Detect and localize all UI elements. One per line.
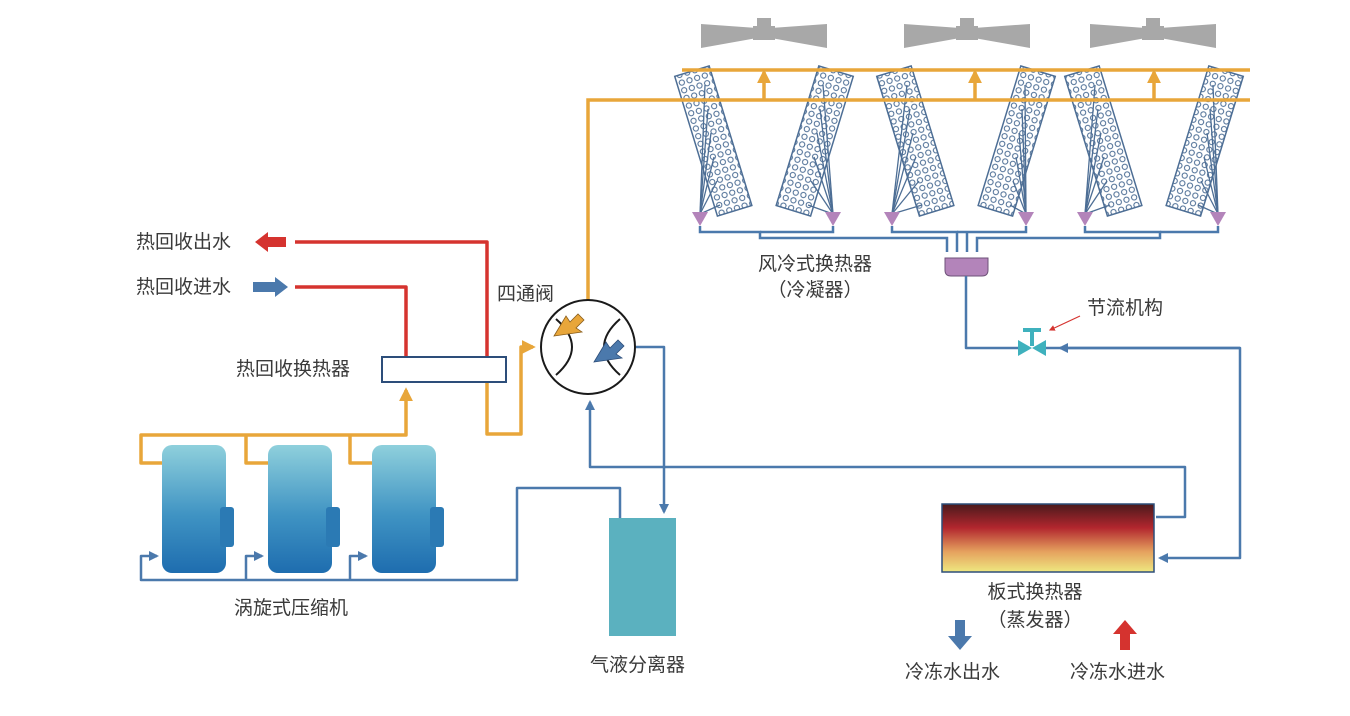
evaporator-label: （蒸发器） bbox=[987, 609, 1083, 631]
pipe-condenser-to-throttle bbox=[964, 276, 1018, 350]
pipe-discharge bbox=[139, 387, 413, 465]
arrow-up-icon bbox=[1113, 620, 1137, 650]
throttle-valve-icon bbox=[1018, 328, 1046, 356]
axial-fan-icon bbox=[1090, 18, 1216, 48]
four-way-valve-icon bbox=[540, 299, 636, 395]
axial-fan-icon bbox=[904, 18, 1030, 48]
coil-outlet bbox=[692, 212, 708, 226]
liquid-collection-lines bbox=[698, 226, 1220, 252]
compressor-unit bbox=[162, 445, 234, 573]
air-cooled-condenser bbox=[673, 18, 1245, 226]
compressor-unit bbox=[372, 445, 444, 573]
coil-outlet bbox=[1018, 212, 1034, 226]
coil-outlet bbox=[1210, 212, 1226, 226]
scroll-compressor-icon bbox=[162, 445, 444, 573]
distributor bbox=[944, 257, 989, 277]
compressor-unit bbox=[268, 445, 340, 573]
finned-coil-icon bbox=[1063, 64, 1143, 217]
heat-exchanger-label: 热回收换热器 bbox=[236, 358, 351, 380]
chilled-water-outlet-label: 冷冻水出水 bbox=[905, 661, 1001, 683]
air-cooled-label: 风冷式换热器 bbox=[757, 253, 872, 275]
chilled-water-inlet-label: 冷冻水进水 bbox=[1070, 661, 1166, 683]
pipe-suction bbox=[139, 486, 622, 582]
heat-recovery-exchanger bbox=[381, 356, 507, 383]
coil-outlet bbox=[884, 212, 900, 226]
plate-hx-label: 板式换热器 bbox=[987, 581, 1083, 603]
finned-coil-icon bbox=[875, 64, 955, 217]
arrow-right-icon bbox=[253, 277, 288, 297]
finned-coil-icon bbox=[1165, 64, 1245, 217]
arrow-down-icon bbox=[948, 620, 972, 650]
pipe-valve-to-separator bbox=[636, 345, 669, 514]
finned-coil-icon bbox=[977, 64, 1057, 217]
pipe-hot-water-in bbox=[295, 285, 408, 357]
hot-gas-header bbox=[586, 68, 1250, 300]
arrow-left-icon bbox=[255, 232, 286, 252]
pipe-hx-to-valve bbox=[485, 340, 536, 436]
heat-recovery-outlet-label: 热回收出水 bbox=[136, 231, 232, 253]
pipe-hot-water-out bbox=[295, 240, 489, 357]
pipe-evaporator-to-valve bbox=[585, 400, 1187, 519]
gas-liquid-separator bbox=[609, 518, 676, 636]
condenser-label: （冷凝器） bbox=[767, 279, 863, 301]
finned-coil-icon bbox=[673, 64, 753, 217]
throttle-label: 节流机构 bbox=[1087, 297, 1164, 319]
axial-fan-icon bbox=[701, 18, 827, 48]
finned-coil-icon bbox=[775, 64, 855, 217]
coil-outlet bbox=[1077, 212, 1093, 226]
separator-label: 气液分离器 bbox=[590, 654, 686, 676]
compressor-label: 涡旋式压缩机 bbox=[234, 597, 349, 619]
four-way-valve-label: 四通阀 bbox=[497, 283, 555, 305]
heat-recovery-inlet-label: 热回收进水 bbox=[136, 276, 232, 298]
throttle-pointer bbox=[1048, 315, 1081, 331]
coil-outlet bbox=[825, 212, 841, 226]
plate-heat-exchanger bbox=[941, 503, 1155, 573]
